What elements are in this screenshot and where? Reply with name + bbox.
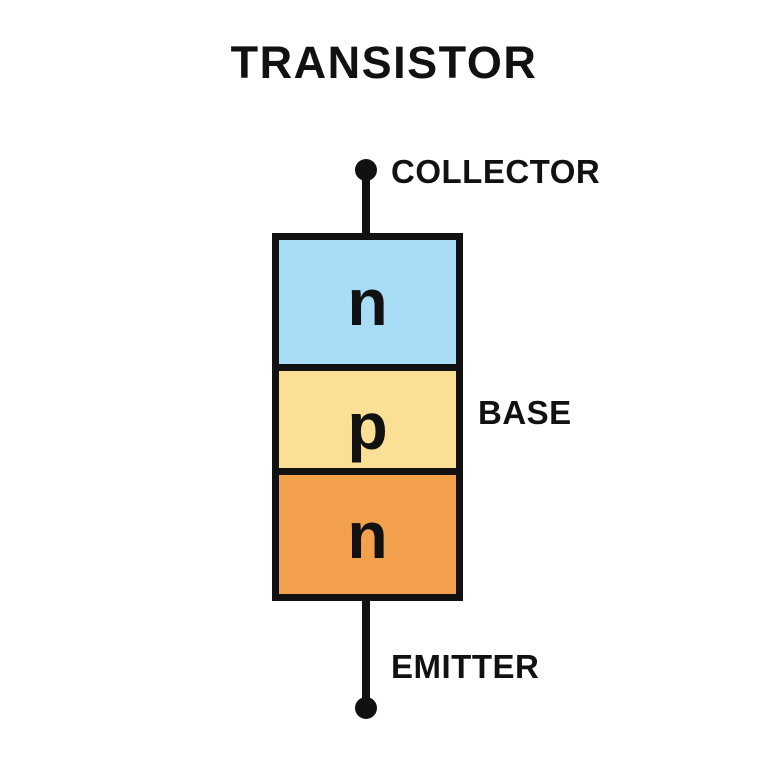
- emitter-lead-line: [362, 597, 370, 710]
- emitter-layer: n: [279, 475, 456, 594]
- collector-layer: n: [279, 240, 456, 364]
- base-layer-letter: p: [347, 388, 388, 463]
- collector-lead-line: [362, 170, 370, 237]
- base-label: BASE: [478, 394, 572, 431]
- emitter-terminal-dot: [355, 697, 377, 719]
- emitter-label: EMITTER: [391, 648, 540, 685]
- base-layer: p: [279, 364, 456, 475]
- page-title: TRANSISTOR: [230, 37, 538, 88]
- collector-label: COLLECTOR: [391, 153, 601, 190]
- emitter-layer-letter: n: [347, 497, 388, 572]
- collector-layer-letter: n: [347, 265, 388, 339]
- transistor-body: n p n: [272, 233, 463, 601]
